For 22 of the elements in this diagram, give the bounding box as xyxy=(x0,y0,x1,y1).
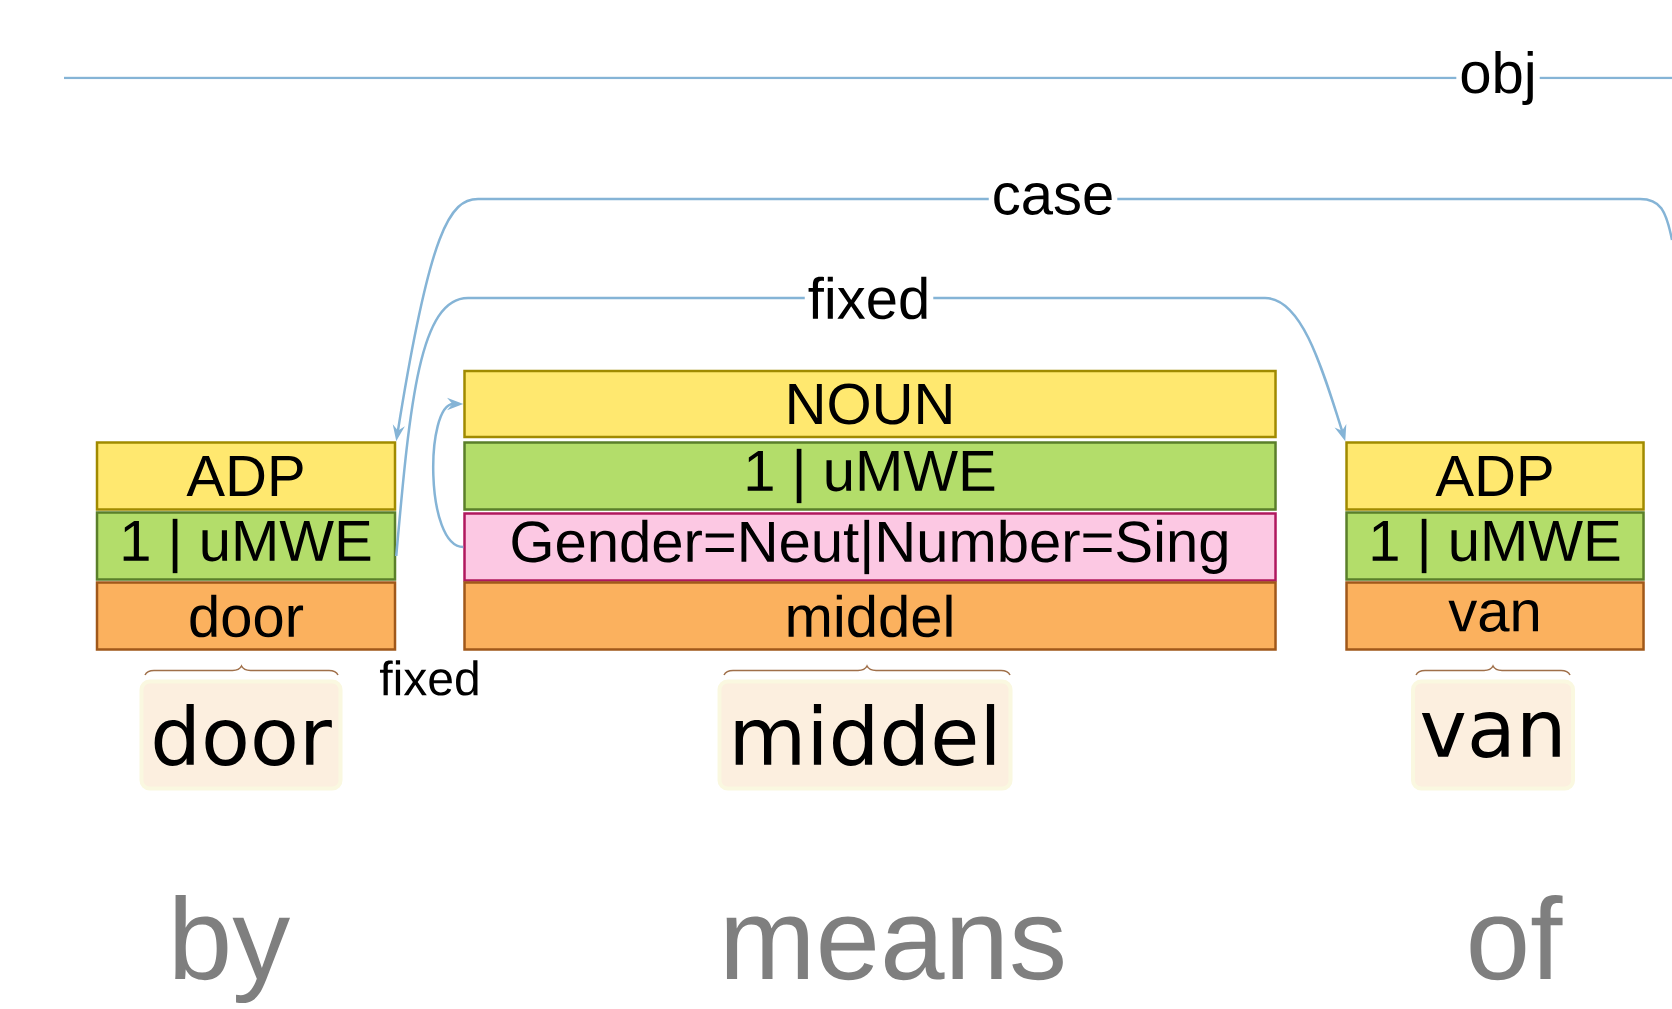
word-form-box: door xyxy=(139,679,343,791)
gloss-word: means xyxy=(726,916,1063,981)
arrow xyxy=(432,397,464,549)
edge-label: fixed xyxy=(804,273,934,323)
lemma-box: door xyxy=(95,581,397,651)
pos-tag-box: ADP xyxy=(95,441,397,511)
dependency-label: obj xyxy=(1456,47,1540,108)
mwe-tag-box: 1 | uMWE xyxy=(1345,511,1645,581)
lemma-box: middel xyxy=(463,581,1277,651)
gloss-word: by xyxy=(175,894,290,1004)
edge-label: case xyxy=(988,180,1118,218)
word-form-box: van xyxy=(1411,679,1575,791)
pos-tag-box: NOUN xyxy=(463,369,1277,439)
pos-tag-box: ADP xyxy=(1345,441,1645,511)
lemma-box: van xyxy=(1345,581,1645,651)
edge-label: fixed xyxy=(376,657,484,699)
mwe-tag-box: 1 | uMWE xyxy=(95,511,397,581)
gloss-word: of xyxy=(1470,895,1563,981)
arrow xyxy=(395,296,1347,557)
mwe-tag-box: 1 | uMWE xyxy=(463,441,1277,511)
word-form-box: middel xyxy=(717,679,1013,791)
feature-box: Gender=Neut|Number=Sing xyxy=(463,512,1277,582)
